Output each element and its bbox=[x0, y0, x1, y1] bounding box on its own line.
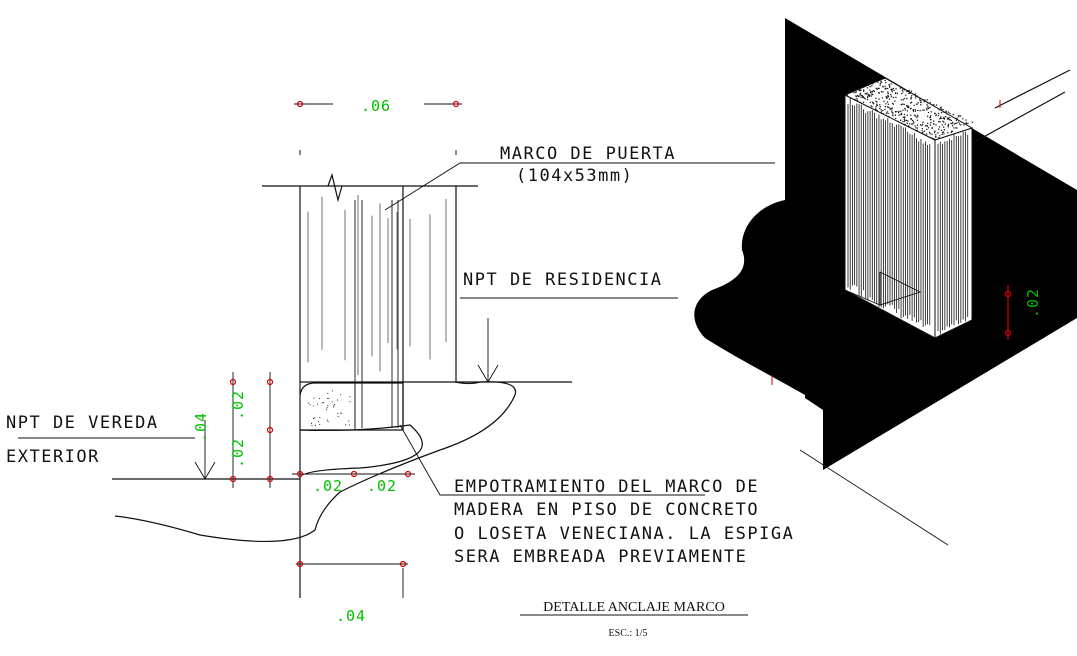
frame-break-mark bbox=[327, 172, 343, 203]
bottom-right-dim-text: .02 bbox=[367, 477, 397, 495]
top-width-text: .06 bbox=[361, 97, 391, 115]
left-total-dim-text: .04 bbox=[192, 412, 210, 442]
npt-residencia-arrow bbox=[477, 318, 499, 383]
npt-vereda-arrow bbox=[194, 420, 216, 480]
iso-height-text: .02 bbox=[1024, 288, 1042, 318]
drawing-title: DETALLE ANCLAJE MARCO bbox=[543, 600, 725, 615]
concrete-texture-top bbox=[846, 77, 973, 140]
npt-vereda-label-line2: EXTERIOR bbox=[6, 447, 100, 467]
empot-label-line2: MADERA EN PISO DE CONCRETO bbox=[454, 500, 759, 520]
empot-label-line1: EMPOTRAMIENTO DEL MARCO DE bbox=[454, 477, 759, 497]
npt-residencia-label: NPT DE RESIDENCIA bbox=[463, 270, 663, 290]
drawing-scale: ESC.: 1/5 bbox=[609, 628, 648, 639]
concrete-cut-line bbox=[299, 424, 423, 479]
ground-profile-line bbox=[114, 381, 517, 543]
leader-lines bbox=[18, 162, 949, 546]
drawing-title-block: DETALLE ANCLAJE MARCO ESC.: 1/5 bbox=[520, 600, 748, 639]
left-upper-dim-text: .02 bbox=[229, 390, 247, 420]
wall-edge-line bbox=[994, 69, 1071, 109]
wall-edge-line bbox=[959, 91, 1066, 151]
empot-label-line4: SERA EMBREADA PREVIAMENTE bbox=[454, 547, 747, 567]
npt-vereda-label-line1: NPT DE VEREDA bbox=[6, 413, 159, 433]
bottom-left-dim-text: .02 bbox=[313, 477, 343, 495]
annotation-labels: MARCO DE PUERTA (104x53mm) NPT DE RESIDE… bbox=[6, 144, 794, 567]
isometric-view: .02 bbox=[694, 18, 1077, 470]
spigot-block bbox=[299, 382, 404, 431]
iso-height-dimension: .02 bbox=[771, 100, 1042, 385]
left-lower-dim-text: .02 bbox=[229, 438, 247, 468]
bottom-width-text: .04 bbox=[336, 607, 366, 625]
empot-leader-iso bbox=[799, 449, 949, 546]
frame-notch bbox=[844, 271, 922, 306]
empot-label-line3: O LOSETA VENECIANA. LA ESPIGA bbox=[454, 524, 794, 544]
empot-leader bbox=[399, 424, 705, 496]
section-dimensions: .06 .04 .02 .02 .04 .02 .02 bbox=[192, 97, 462, 625]
concrete-texture-spigot bbox=[307, 390, 351, 427]
section-view bbox=[112, 172, 572, 598]
wood-grain-front bbox=[847, 98, 931, 328]
marco-label-line2: (104x53mm) bbox=[516, 166, 633, 186]
section-wood-grain bbox=[307, 195, 447, 428]
wood-grain-side bbox=[937, 131, 969, 335]
isometric-frame-block bbox=[843, 77, 974, 339]
marco-leader bbox=[384, 162, 775, 211]
marco-label-line1: MARCO DE PUERTA bbox=[500, 144, 676, 164]
